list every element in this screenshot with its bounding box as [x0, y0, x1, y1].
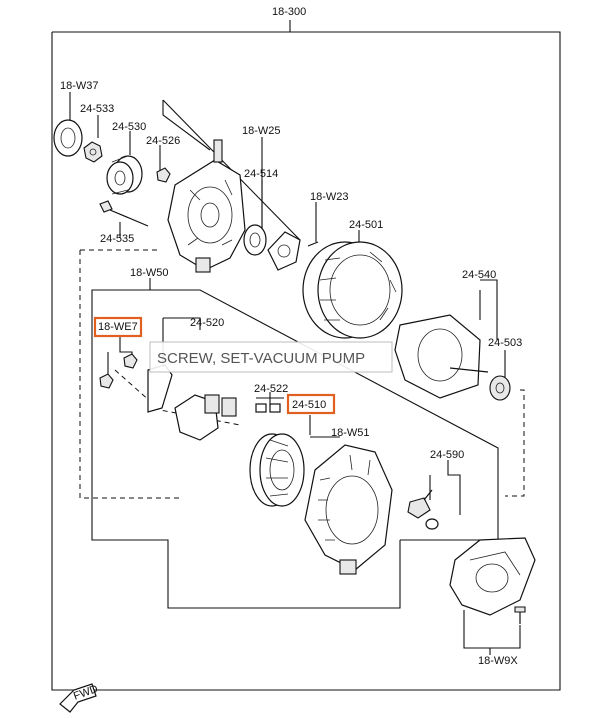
part-24-533[interactable] — [83, 141, 103, 163]
part-24-530[interactable] — [106, 155, 143, 195]
part-24-514[interactable] — [243, 224, 267, 256]
highlight-24-510 — [286, 393, 336, 415]
part-24-510[interactable] — [249, 433, 305, 507]
label-18-w51[interactable]: 18-W51 — [331, 427, 370, 439]
label-24-535[interactable]: 24-535 — [100, 233, 134, 245]
part-labels: 18-W37 24-533 24-530 24-526 18-W25 24-51… — [60, 80, 522, 667]
part-front-bracket[interactable] — [167, 139, 246, 273]
part-tooltip: SCREW, SET-VACUUM PUMP — [149, 341, 393, 373]
dashed-bracket — [79, 249, 525, 499]
label-18-w25[interactable]: 18-W25 — [242, 125, 281, 137]
label-18-w9x[interactable]: 18-W9X — [478, 655, 518, 667]
label-24-533[interactable]: 24-533 — [80, 103, 114, 115]
fwd-arrow-icon: FWD — [59, 683, 100, 713]
label-18-we7[interactable]: 18-WE7 — [98, 321, 138, 333]
label-24-590[interactable]: 24-590 — [430, 449, 464, 461]
assembly-frame — [51, 20, 561, 691]
part-18-w37[interactable] — [53, 119, 83, 157]
part-18-w23[interactable] — [307, 241, 319, 247]
label-18-w50[interactable]: 18-W50 — [130, 267, 169, 279]
label-24-514[interactable]: 24-514 — [244, 168, 278, 180]
label-24-530[interactable]: 24-530 — [112, 121, 146, 133]
label-24-520[interactable]: 24-520 — [190, 317, 224, 329]
label-18-w37[interactable]: 18-W37 — [60, 80, 99, 92]
part-24-520[interactable] — [147, 364, 237, 441]
part-24-522[interactable] — [255, 403, 281, 413]
label-24-526[interactable]: 24-526 — [146, 135, 180, 147]
label-18-w23[interactable]: 18-W23 — [310, 191, 349, 203]
tooltip-text: SCREW, SET-VACUUM PUMP — [157, 350, 365, 367]
part-18-w51[interactable] — [304, 444, 393, 575]
part-24-503[interactable] — [489, 375, 511, 401]
part-24-590[interactable] — [407, 489, 439, 530]
part-18-w25[interactable] — [267, 231, 301, 271]
label-24-540[interactable]: 24-540 — [462, 269, 496, 281]
label-24-501[interactable]: 24-501 — [349, 219, 383, 231]
label-24-510[interactable]: 24-510 — [292, 399, 326, 411]
label-24-522[interactable]: 24-522 — [254, 383, 288, 395]
part-24-526[interactable] — [156, 167, 171, 183]
part-24-535[interactable] — [99, 200, 149, 227]
label-18-300[interactable]: 18-300 — [272, 6, 306, 18]
part-24-501[interactable] — [302, 241, 403, 339]
label-24-503[interactable]: 24-503 — [488, 337, 522, 349]
part-18-w9x[interactable] — [514, 606, 526, 624]
highlight-18-we7 — [93, 316, 143, 338]
part-18-we7-screws[interactable] — [99, 353, 138, 389]
part-24-540[interactable] — [394, 314, 489, 399]
part-rear-cover[interactable] — [449, 537, 536, 616]
